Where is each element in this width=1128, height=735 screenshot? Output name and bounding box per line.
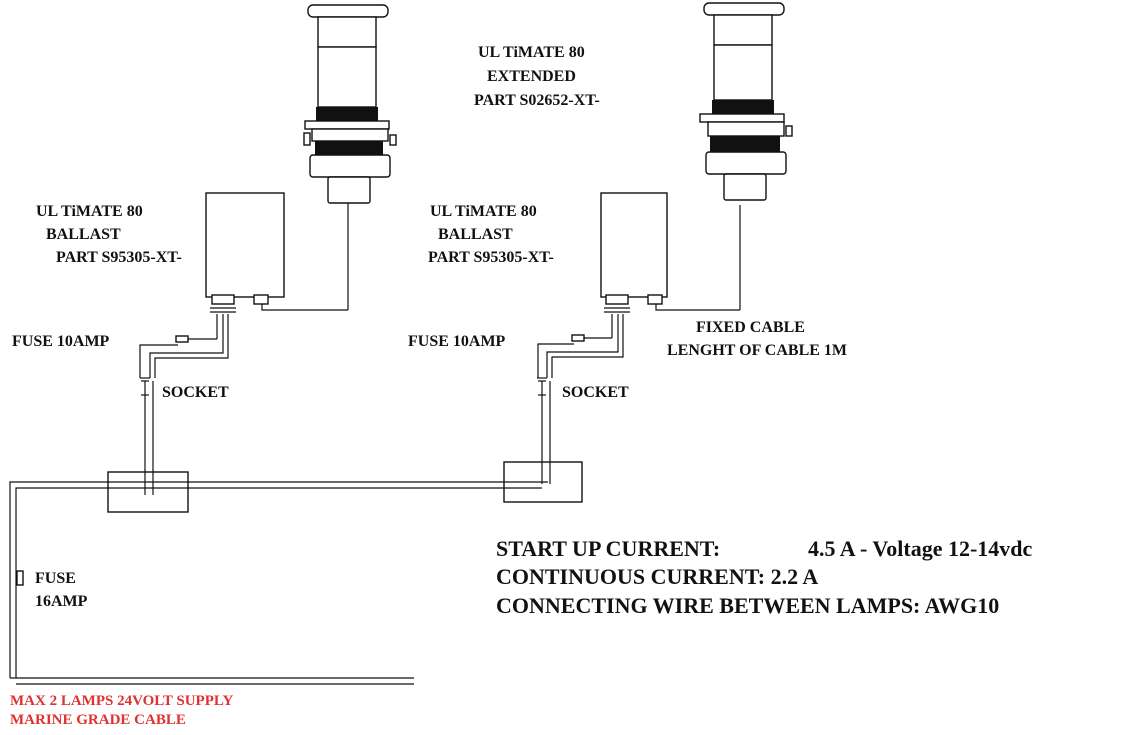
fixed-cable-label: FIXED CABLE LENGHT OF CABLE 1M	[667, 319, 847, 359]
left-lamp-drawing	[303, 4, 397, 204]
right-ballast-output	[647, 294, 663, 305]
right-fuse-symbol	[571, 334, 585, 342]
supply-note: MAX 2 LAMPS 24VOLT SUPPLY MARINE GRADE C…	[10, 693, 237, 728]
right-ballast	[600, 192, 668, 298]
left-ballast-output	[253, 294, 269, 305]
left-ballast	[205, 192, 285, 298]
right-socket-label: SOCKET	[562, 384, 629, 401]
left-fuse-symbol	[175, 335, 189, 343]
right-lamp-drawing	[699, 2, 793, 201]
main-fuse-label: FUSE 16AMP	[35, 570, 88, 610]
startup-current-label: START UP CURRENT:	[496, 536, 720, 561]
right-lamp-label: UL TiMATE 80 EXTENDED PART S02652-XT-	[474, 44, 600, 109]
connecting-wire: CONNECTING WIRE BETWEEN LAMPS: AWG10	[496, 593, 999, 618]
right-ballast-label: UL TiMATE 80 BALLAST PART S95305-XT-	[428, 203, 554, 266]
main-fuse-symbol	[16, 570, 24, 586]
left-ballast-label: UL TiMATE 80 BALLAST PART S95305-XT-	[36, 203, 182, 266]
continuous-current: CONTINUOUS CURRENT: 2.2 A	[496, 564, 818, 589]
left-junction-box	[107, 471, 189, 513]
left-socket-label: SOCKET	[162, 384, 229, 401]
right-fuse-label: FUSE 10AMP	[408, 333, 506, 350]
startup-current-value: 4.5 A - Voltage 12-14vdc	[808, 536, 1033, 561]
left-fuse-label: FUSE 10AMP	[12, 333, 110, 350]
left-ballast-connector	[211, 294, 235, 305]
main-supply-cable	[9, 481, 548, 678]
right-ballast-connector	[605, 294, 629, 305]
